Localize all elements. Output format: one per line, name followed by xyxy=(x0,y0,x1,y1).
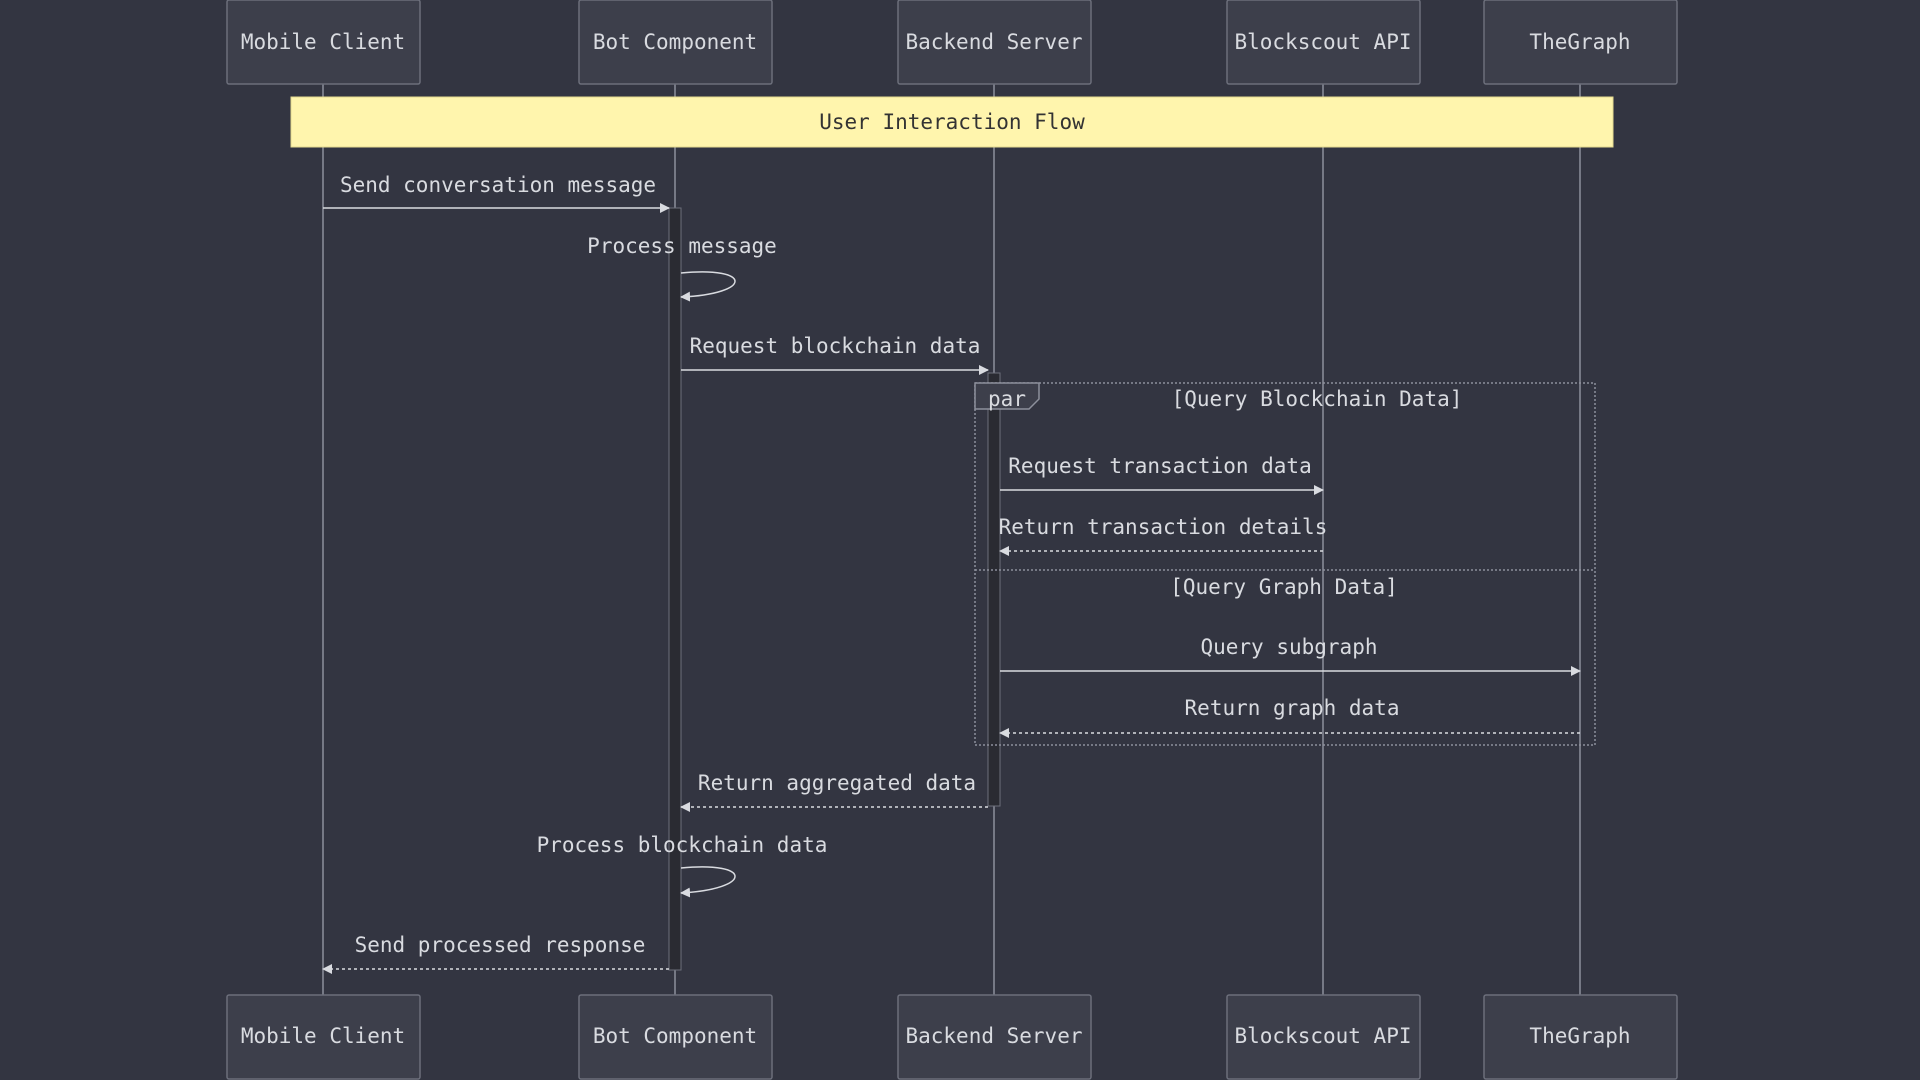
participant-label: TheGraph xyxy=(1529,1024,1630,1048)
participant-bot-bottom: Bot Component xyxy=(578,994,773,1080)
message-label: Send conversation message xyxy=(340,173,656,197)
message-label: Return transaction details xyxy=(999,515,1328,539)
participant-label: Backend Server xyxy=(905,30,1082,54)
participant-label: TheGraph xyxy=(1529,30,1630,54)
message-label: Request blockchain data xyxy=(690,334,981,358)
note-text: User Interaction Flow xyxy=(819,110,1085,134)
participant-label: Bot Component xyxy=(593,1024,757,1048)
fragment-section-label: [Query Graph Data] xyxy=(1170,575,1398,599)
par-fragment: par [Query Blockchain Data] [Query Graph… xyxy=(974,382,1596,746)
activation-bar-backend xyxy=(987,372,1001,807)
participant-bot-top: Bot Component xyxy=(578,0,773,85)
participants-bottom: Mobile Client Bot Component Backend Serv… xyxy=(226,994,1678,1080)
messages: Send conversation message Process messag… xyxy=(322,173,1581,974)
participant-thegraph-bottom: TheGraph xyxy=(1483,994,1678,1080)
fragment-frame xyxy=(974,382,1596,746)
fragment-keyword-tab xyxy=(974,382,1040,410)
message-label: Request transaction data xyxy=(1008,454,1311,478)
activation-bar-bot xyxy=(668,207,682,971)
participant-thegraph-top: TheGraph xyxy=(1483,0,1678,85)
participant-label: Mobile Client xyxy=(241,30,405,54)
fragment-section-label: [Query Blockchain Data] xyxy=(1172,387,1463,411)
participant-label: Blockscout API xyxy=(1234,30,1411,54)
message-label: Process blockchain data xyxy=(537,833,828,857)
participant-blockscout-bottom: Blockscout API xyxy=(1226,994,1421,1080)
message-label: Query subgraph xyxy=(1200,635,1377,659)
participant-mobile-bottom: Mobile Client xyxy=(226,994,421,1080)
message-label: Send processed response xyxy=(355,933,646,957)
message-label: Process message xyxy=(587,234,777,258)
self-message-arrow xyxy=(680,271,736,302)
participant-label: Bot Component xyxy=(593,30,757,54)
participant-backend-bottom: Backend Server xyxy=(897,994,1092,1080)
self-message-arrow xyxy=(680,866,736,898)
participant-label: Blockscout API xyxy=(1234,1024,1411,1048)
participant-backend-top: Backend Server xyxy=(897,0,1092,85)
lifelines xyxy=(322,84,1581,996)
participant-label: Backend Server xyxy=(905,1024,1082,1048)
note-user-interaction-flow: User Interaction Flow xyxy=(290,96,1614,148)
message-label: Return aggregated data xyxy=(698,771,976,795)
participants-top: Mobile Client Bot Component Backend Serv… xyxy=(226,0,1678,85)
participant-mobile-top: Mobile Client xyxy=(226,0,421,85)
fragment-keyword: par xyxy=(988,387,1026,411)
message-label: Return graph data xyxy=(1185,696,1400,720)
participant-label: Mobile Client xyxy=(241,1024,405,1048)
participant-blockscout-top: Blockscout API xyxy=(1226,0,1421,85)
